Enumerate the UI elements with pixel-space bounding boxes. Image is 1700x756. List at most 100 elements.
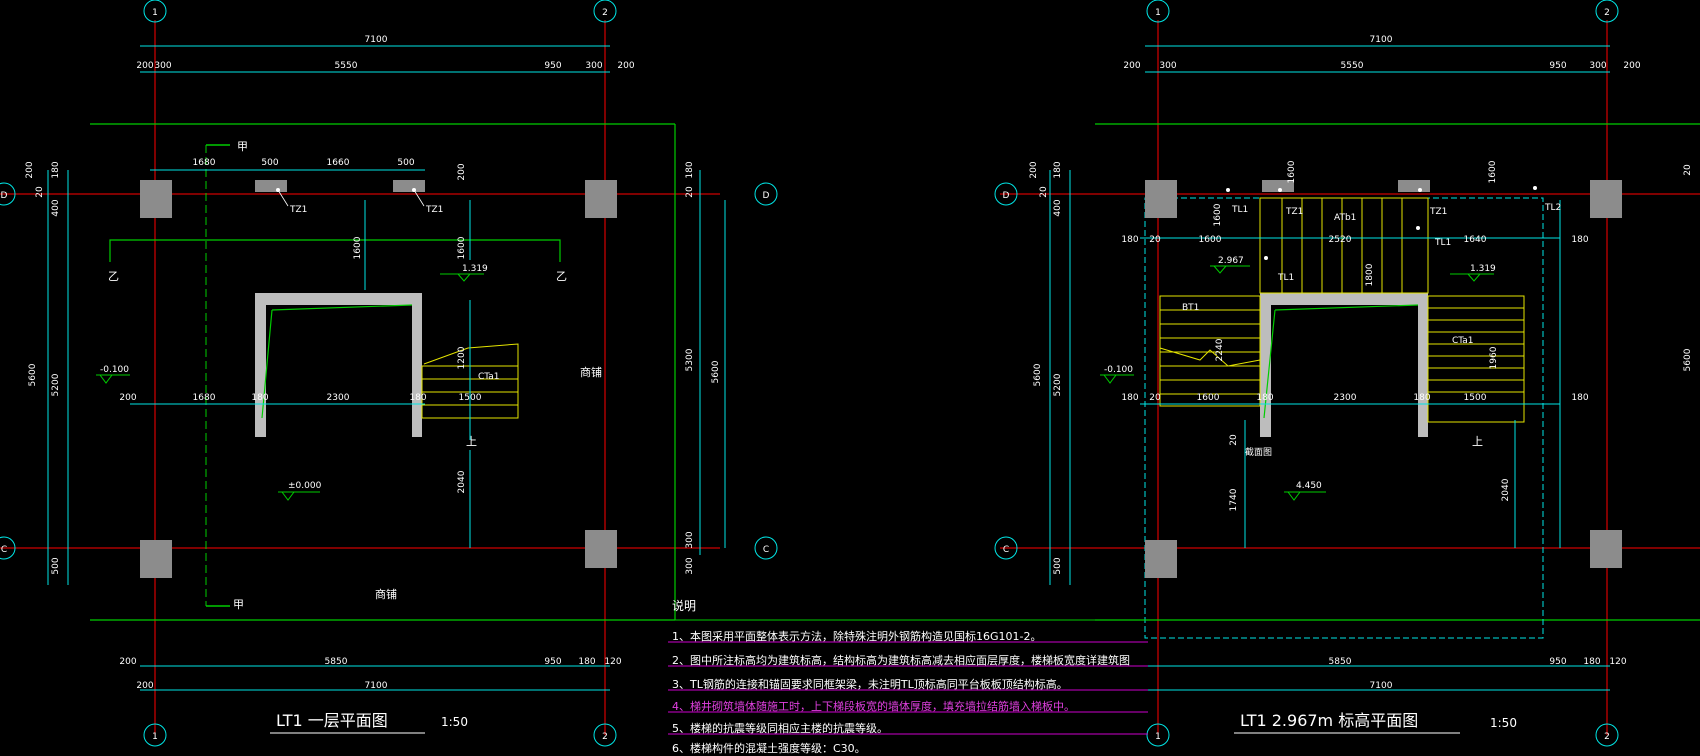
dim-text: 200	[119, 657, 136, 667]
dim-text: 5550	[335, 61, 358, 71]
break-line	[1263, 304, 1419, 419]
level-text: 4.450	[1296, 481, 1322, 491]
dim-text: 5600	[711, 360, 721, 383]
dim-text: 950	[1549, 657, 1566, 667]
dim-text: 400	[1053, 199, 1063, 216]
dim-text: 180	[1256, 393, 1273, 403]
tag-tz1: TZ1	[425, 205, 443, 215]
tag-tl2: TL2	[1544, 203, 1561, 213]
dim-text: 300	[685, 531, 695, 548]
column-tz1	[393, 180, 425, 192]
dim-text: 200	[119, 393, 136, 403]
dim-text: 1600	[1199, 235, 1222, 245]
dim-text: 20	[35, 186, 45, 198]
dim-text: 180	[685, 161, 695, 178]
tag-section-view: 截面图	[1245, 446, 1272, 458]
grid-bubble-c-right	[754, 536, 778, 560]
dim-text: 180	[1571, 393, 1588, 403]
plan-scale: 1:50	[441, 715, 468, 729]
level-text: -0.100	[1104, 365, 1133, 375]
dim-text: 300	[1159, 61, 1176, 71]
dim-text: 300	[1589, 61, 1606, 71]
grid-label: 2	[1604, 732, 1610, 742]
tag-tl1: TL1	[1434, 238, 1451, 248]
dim-text: 1960	[1489, 346, 1499, 369]
grid-bubble-2-bottom	[1595, 723, 1619, 747]
level-symbols	[1100, 265, 1494, 501]
column	[1590, 180, 1622, 218]
note-line-6: 6、楼梯构件的混凝土强度等级：C30。	[672, 741, 866, 755]
dimension-lines	[47, 45, 726, 691]
note-line-1: 1、本图采用平面整体表示方法，除特殊注明外钢筋构造见国标16G101-2。	[672, 629, 1041, 643]
dim-text: 500	[397, 158, 414, 168]
column	[140, 540, 172, 578]
dim-text: 1680	[193, 393, 216, 403]
column	[1590, 530, 1622, 568]
dim-text: 500	[261, 158, 278, 168]
dim-total-bottom: 7100	[1370, 681, 1393, 691]
section-label-right: 乙	[556, 270, 567, 283]
dim-text: 20	[1149, 393, 1161, 403]
dim-text: 180	[578, 657, 595, 667]
dim-text: 180	[251, 393, 268, 403]
dim-text: 500	[51, 557, 61, 574]
dim-text: 20	[1229, 434, 1239, 446]
stair-flight-right	[1427, 295, 1525, 423]
dim-text: 180	[1121, 393, 1138, 403]
section-outline	[109, 239, 561, 262]
dim-text: 200	[457, 163, 467, 180]
tag-tl1: TL1	[1231, 205, 1248, 215]
dim-text: 300	[685, 557, 695, 574]
dim-text: 5600	[28, 363, 38, 386]
dim-text: 500	[1053, 557, 1063, 574]
dim-text: 20	[1683, 164, 1693, 176]
dim-text: 1600	[457, 236, 467, 259]
note-line-2: 2、图中所注标高均为建筑标高，结构标高为建筑标高减去相应面层厚度，楼梯板宽度详建…	[672, 653, 1130, 667]
room-label: 商铺	[375, 587, 397, 601]
section-label-bottom: 甲	[233, 598, 244, 611]
dim-text: 5200	[51, 373, 61, 396]
level-text: ±0.000	[288, 481, 322, 491]
grid-bubble-d-right	[754, 182, 778, 206]
dim-text: 120	[1609, 657, 1626, 667]
grid-label: 2	[602, 732, 608, 742]
stair-well-wall	[255, 293, 422, 437]
dim-text: 200	[1123, 61, 1140, 71]
grid-label: 1	[152, 732, 158, 742]
level-symbols	[96, 273, 484, 501]
column	[1145, 540, 1177, 578]
stair-well-wall	[1260, 293, 1428, 437]
dim-text: 20	[685, 186, 695, 198]
dim-text: 180	[409, 393, 426, 403]
right-plan: 1 2 1 2 D C 7100 200 300 5550 950 300 20…	[994, 0, 1700, 747]
grid-bubble-2-top	[593, 0, 617, 23]
dim-text: 20	[1039, 186, 1049, 198]
dim-text: 2300	[1334, 393, 1357, 403]
tag-leader	[277, 189, 289, 207]
dim-text: 2300	[327, 393, 350, 403]
dim-total-top: 7100	[365, 35, 388, 45]
dim-text: 950	[544, 657, 561, 667]
column	[1145, 180, 1177, 218]
column-tz1	[1262, 180, 1294, 192]
tag-dot	[1418, 188, 1422, 192]
up-arrow-label: 上	[466, 435, 477, 448]
dim-text: 2240	[1215, 338, 1225, 361]
dim-total-top: 7100	[1370, 35, 1393, 45]
tag-tz1: TZ1	[1285, 207, 1303, 217]
dim-text: 1800	[1365, 263, 1375, 286]
dim-text: 5850	[325, 657, 348, 667]
dim-text: 5850	[1329, 657, 1352, 667]
grid-bubble-1-bottom	[143, 723, 167, 747]
dim-text: 1500	[1464, 393, 1487, 403]
tag-dot	[1278, 188, 1282, 192]
tag-bt1: BT1	[1182, 303, 1199, 313]
up-arrow-label: 上	[1472, 435, 1483, 448]
dim-text: 1680	[193, 158, 216, 168]
dim-text: 180	[1121, 235, 1138, 245]
column	[585, 530, 617, 568]
dim-text: 180	[1571, 235, 1588, 245]
grid-bubble-d-left	[994, 182, 1018, 206]
tag-dot	[1416, 226, 1420, 230]
tag-cta1: CTa1	[1452, 336, 1474, 346]
